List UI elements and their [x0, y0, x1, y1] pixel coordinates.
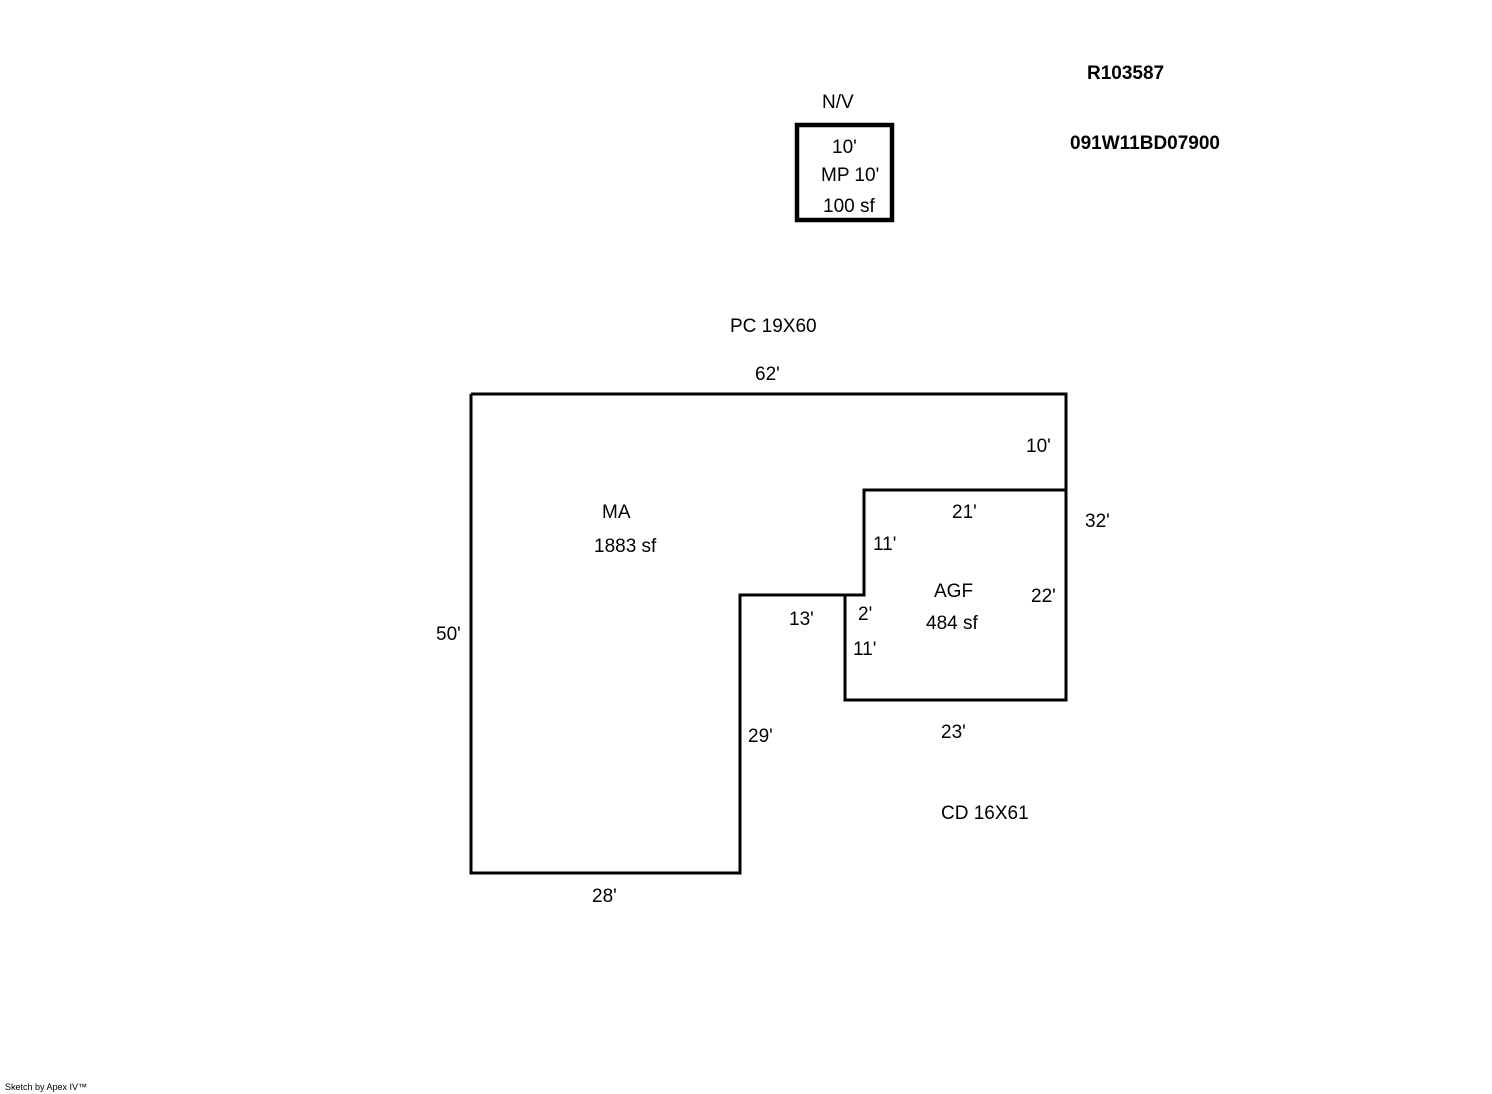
main-area-code: MA: [602, 502, 631, 523]
sketch-credit: Sketch by Apex IV™: [5, 1082, 87, 1092]
garage-sqft: 484 sf: [926, 613, 978, 634]
outbuilding-area: 100 sf: [823, 196, 875, 217]
map-number: 091W11BD07900: [1070, 133, 1220, 154]
dim-agf-left-upper: 11': [873, 534, 896, 555]
dim-right-upper: 10': [1026, 436, 1051, 457]
dim-left: 50': [436, 624, 461, 645]
outbuilding-code: MP 10': [821, 165, 879, 186]
garage-code: AGF: [934, 581, 973, 602]
porch-note: PC 19X60: [730, 316, 817, 337]
garage-dim-bottom: 23': [941, 722, 966, 743]
garage-dim-top: 21': [952, 502, 977, 523]
dim-bottom: 28': [592, 886, 617, 907]
dim-notch-vertical: 29': [748, 726, 773, 747]
dim-notch-horizontal: 13': [789, 609, 814, 630]
garage-dim-left-lower: 11': [853, 639, 876, 660]
outbuilding-outline: [794, 122, 895, 223]
dim-right-total: 32': [1085, 511, 1110, 532]
outbuilding-tag: N/V: [822, 92, 854, 113]
garage-outline: [843, 488, 1068, 702]
deck-note: CD 16X61: [941, 803, 1029, 824]
dim-step: 2': [858, 604, 872, 625]
main-area-sqft: 1883 sf: [594, 536, 657, 557]
garage-dim-right: 22': [1031, 586, 1056, 607]
outbuilding-top-dimension: 10': [832, 137, 857, 158]
dim-top: 62': [755, 364, 780, 385]
account-number: R103587: [1087, 63, 1164, 84]
